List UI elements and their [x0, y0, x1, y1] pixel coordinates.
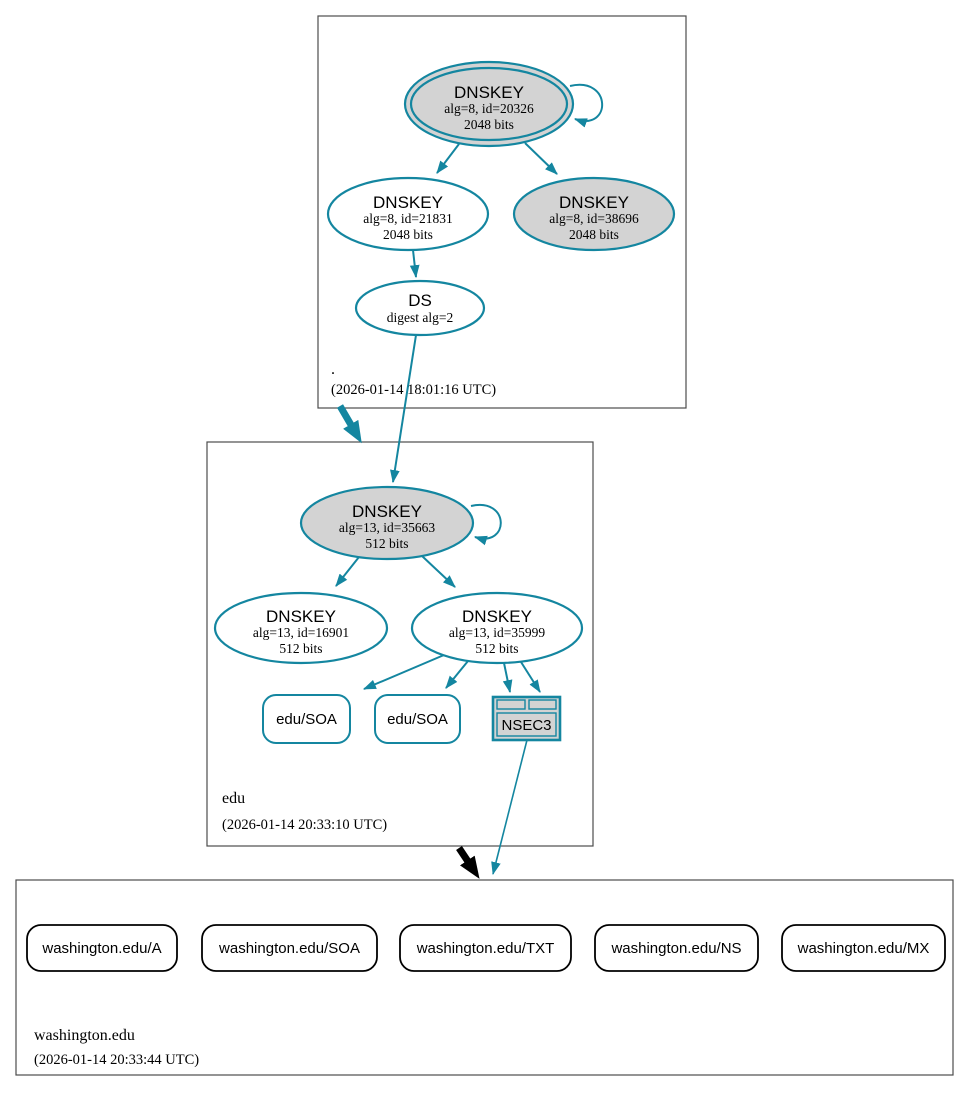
edge-edu-ksk-to-zsk-35999: [421, 555, 456, 588]
node-root-ksk-dnskey-20326: DNSKEY alg=8, id=20326 2048 bits: [403, 60, 575, 148]
edu-ksk-ellipse: [299, 485, 475, 561]
edge-nsec3-to-washington-zone: [491, 739, 528, 876]
edge-edu-zsk-to-nsec3-right: [520, 661, 541, 693]
zone-label-washington-edu: washington.edu: [34, 1027, 135, 1044]
edu-ksk-detail2: 512 bits: [365, 536, 408, 551]
root-standby-title: DNSKEY: [559, 193, 629, 212]
root-ksk-title: DNSKEY: [454, 83, 524, 102]
root-ds-detail1: digest alg=2: [387, 310, 453, 325]
edu-nsec3-cell-main: [496, 712, 557, 737]
edge-delegation-edu-to-washington: [456, 846, 480, 879]
root-standby-detail1: alg=8, id=38696: [549, 211, 639, 226]
edge-root-ds-to-edu-ksk: [390, 334, 417, 484]
washington-a-rect: [26, 924, 178, 972]
edu-soa1-label: edu/SOA: [276, 711, 337, 728]
node-root-dnskey-38696: DNSKEY alg=8, id=38696 2048 bits: [512, 176, 676, 252]
washington-soa-rect: [201, 924, 378, 972]
edu-soa1-rect: [262, 694, 351, 744]
root-zsk-title: DNSKEY: [373, 193, 443, 212]
zone-label-edu: edu: [222, 790, 245, 807]
node-edu-soa-2: edu/SOA: [374, 694, 461, 744]
root-ds-title: DS: [408, 291, 432, 310]
washington-mx-rect: [781, 924, 946, 972]
edge-edu-ksk-self-sign-loop: [470, 503, 502, 546]
edu-ksk-title: DNSKEY: [352, 502, 422, 521]
edu-zsk1-detail2: 512 bits: [279, 641, 322, 656]
root-ksk-detail2: 2048 bits: [464, 117, 514, 132]
edu-zsk2-title: DNSKEY: [462, 607, 532, 626]
washington-ns-label: washington.edu/NS: [610, 940, 741, 957]
node-edu-ksk-dnskey-35663: DNSKEY alg=13, id=35663 512 bits: [299, 485, 475, 561]
root-ds-ellipse: [354, 279, 486, 337]
edge-root-ksk-self-sign-loop: [569, 83, 604, 128]
edge-edu-zsk-to-soa1: [363, 654, 445, 690]
edu-zsk2-detail1: alg=13, id=35999: [449, 625, 545, 640]
edu-zsk1-detail1: alg=13, id=16901: [253, 625, 349, 640]
node-washington-edu-mx: washington.edu/MX: [781, 924, 946, 972]
zone-timestamp-edu: (2026-01-14 20:33:10 UTC): [222, 817, 387, 833]
root-zsk-ellipse: [326, 176, 490, 252]
node-edu-zsk-dnskey-35999: DNSKEY alg=13, id=35999 512 bits: [410, 591, 584, 665]
washington-soa-label: washington.edu/SOA: [218, 940, 360, 957]
washington-ns-rect: [594, 924, 759, 972]
node-washington-edu-ns: washington.edu/NS: [594, 924, 759, 972]
node-edu-nsec3: NSEC3: [491, 695, 562, 742]
zone-label-root: .: [331, 361, 335, 378]
edu-zsk1-ellipse: [213, 591, 389, 665]
edu-nsec3-cell-left: [496, 699, 526, 710]
zone-box-washington-edu: [15, 879, 954, 1076]
edu-ksk-detail1: alg=13, id=35663: [339, 520, 435, 535]
edu-zsk2-ellipse: [410, 591, 584, 665]
zone-timestamp-washington-edu: (2026-01-14 20:33:44 UTC): [34, 1052, 199, 1068]
edge-edu-zsk-to-soa2: [445, 660, 469, 689]
edge-delegation-root-to-edu: [336, 404, 362, 444]
node-washington-edu-soa: washington.edu/SOA: [201, 924, 378, 972]
edge-edu-ksk-to-zsk-16901: [335, 556, 360, 587]
node-washington-edu-txt: washington.edu/TXT: [399, 924, 572, 972]
root-ksk-inner-ellipse: [409, 66, 569, 142]
zone-timestamp-root: (2026-01-14 18:01:16 UTC): [331, 382, 496, 398]
edge-root-ksk-to-dnskey-38696: [524, 142, 558, 175]
node-root-ds: DS digest alg=2: [354, 279, 486, 337]
edu-zsk2-detail2: 512 bits: [475, 641, 518, 656]
edu-soa2-rect: [374, 694, 461, 744]
node-edu-soa-1: edu/SOA: [262, 694, 351, 744]
washington-mx-label: washington.edu/MX: [797, 940, 930, 957]
washington-txt-label: washington.edu/TXT: [416, 940, 555, 957]
edu-soa2-label: edu/SOA: [387, 711, 448, 728]
node-edu-zsk-dnskey-16901: DNSKEY alg=13, id=16901 512 bits: [213, 591, 389, 665]
washington-txt-rect: [399, 924, 572, 972]
root-ksk-detail1: alg=8, id=20326: [444, 101, 534, 116]
edu-nsec3-label: NSEC3: [501, 717, 551, 734]
root-standby-ellipse: [512, 176, 676, 252]
root-zsk-detail1: alg=8, id=21831: [363, 211, 452, 226]
root-standby-detail2: 2048 bits: [569, 227, 619, 242]
node-washington-edu-a: washington.edu/A: [26, 924, 178, 972]
root-zsk-detail2: 2048 bits: [383, 227, 433, 242]
edu-nsec3-cell-right: [528, 699, 557, 710]
edge-root-zsk-to-ds: [409, 249, 420, 279]
washington-a-label: washington.edu/A: [41, 940, 161, 957]
edge-root-ksk-to-zsk-21831: [436, 143, 460, 174]
node-root-zsk-dnskey-21831: DNSKEY alg=8, id=21831 2048 bits: [326, 176, 490, 252]
edge-edu-zsk-to-nsec3-left: [502, 662, 513, 694]
edu-zsk1-title: DNSKEY: [266, 607, 336, 626]
